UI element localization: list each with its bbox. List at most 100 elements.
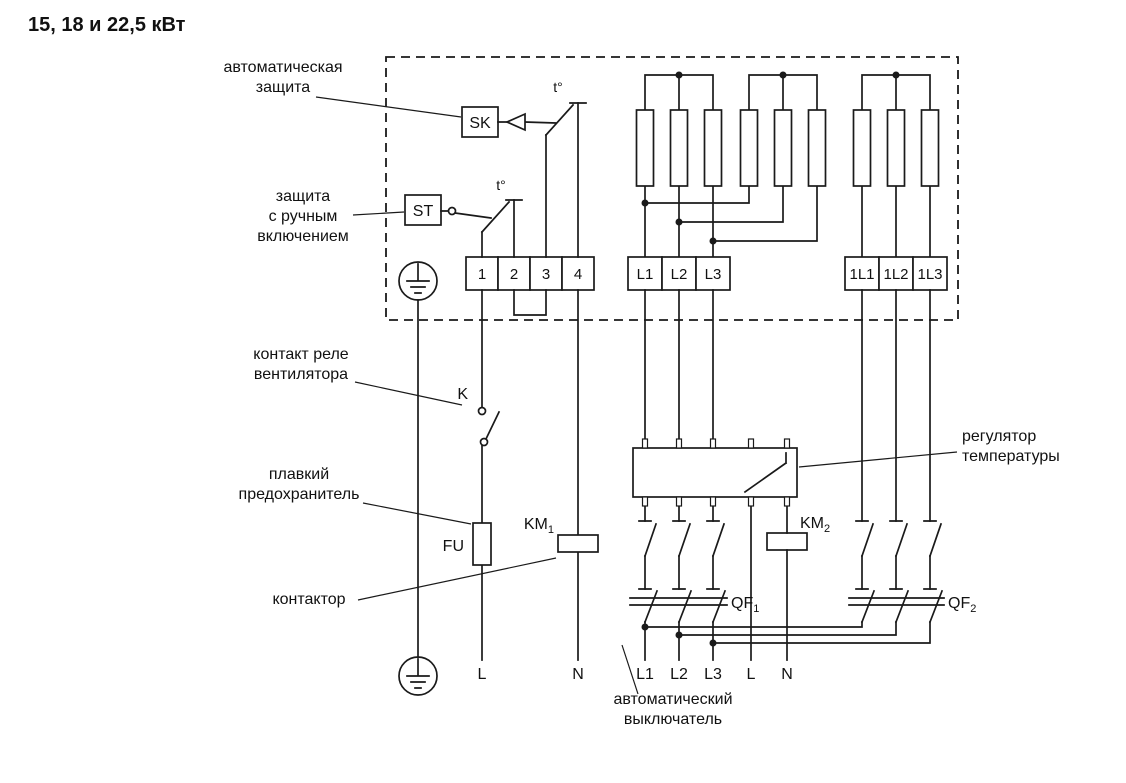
terminal-label: 3 bbox=[542, 266, 550, 283]
km1-label: KM1 bbox=[524, 516, 554, 536]
fan-relay-contact: K bbox=[457, 386, 501, 447]
callout-regulator: температуры bbox=[962, 448, 1060, 465]
heating-element bbox=[920, 109, 940, 187]
regulator-pin bbox=[747, 496, 755, 507]
km1-contacts bbox=[638, 520, 726, 558]
thermal-link-arrow-icon bbox=[504, 112, 526, 132]
callout-circuit-breaker: выключатель bbox=[624, 711, 722, 728]
regulator-pin bbox=[783, 496, 791, 507]
callout-fuse: плавкий bbox=[269, 466, 329, 483]
terminal-blocks: 1 2 3 4 L1 L2 L3 1L1 1L2 1L3 bbox=[465, 256, 948, 291]
fuse-body bbox=[472, 522, 492, 566]
regulator-switch bbox=[743, 452, 788, 494]
bottom-terminal-label: N bbox=[572, 666, 584, 683]
regulator-pin bbox=[709, 496, 717, 507]
temperature-regulator bbox=[632, 438, 798, 507]
terminal-label: 1 bbox=[478, 266, 486, 283]
callout-fan-relay: вентилятора bbox=[254, 366, 348, 383]
terminal-label: 1L2 bbox=[883, 266, 908, 283]
diagram-title: 15, 18 и 22,5 кВт bbox=[28, 14, 186, 36]
callout-fuse: предохранитель bbox=[239, 486, 360, 503]
bottom-terminal-labels: L N L1 L2 L3 L N bbox=[478, 666, 793, 683]
junction-dot bbox=[892, 71, 900, 79]
regulator-pin bbox=[675, 438, 683, 449]
heating-element bbox=[635, 109, 655, 187]
contact-point bbox=[477, 406, 487, 416]
junction-dot bbox=[675, 218, 683, 226]
junction-dot bbox=[675, 631, 683, 639]
callout-leader bbox=[621, 644, 639, 695]
callout-leader bbox=[352, 211, 405, 216]
bottom-terminal-label: L3 bbox=[704, 666, 722, 683]
st-contact bbox=[440, 199, 523, 234]
terminal-label: L2 bbox=[671, 266, 688, 283]
sk-protection: SK t° bbox=[461, 79, 587, 138]
regulator-pin bbox=[675, 496, 683, 507]
bottom-terminal-label: L1 bbox=[636, 666, 654, 683]
terminal-label: 4 bbox=[574, 266, 582, 283]
regulator-pin bbox=[641, 496, 649, 507]
contact-point bbox=[479, 437, 489, 447]
callout-manual-protection: защита bbox=[276, 188, 330, 205]
qf1-breaker: QF1 bbox=[629, 588, 759, 624]
bottom-terminal-label: L bbox=[747, 666, 756, 683]
manual-reset-button-icon bbox=[447, 206, 457, 216]
heating-element bbox=[739, 109, 759, 187]
terminal-box bbox=[878, 256, 914, 291]
qf1-label: QF1 bbox=[731, 595, 759, 615]
qf2-breaker: QF2 bbox=[848, 588, 976, 624]
callout-manual-protection: с ручным bbox=[269, 208, 338, 225]
callout-leader bbox=[315, 96, 462, 118]
bottom-terminal-label: L bbox=[478, 666, 487, 683]
fu-label: FU bbox=[443, 538, 464, 555]
unit-boundary-box bbox=[385, 56, 959, 321]
sk-contact bbox=[497, 102, 587, 137]
terminal-box bbox=[912, 256, 948, 291]
km2-label: KM2 bbox=[800, 515, 830, 535]
sk-label: SK bbox=[469, 115, 491, 132]
thermo-label: t° bbox=[553, 79, 563, 95]
regulator-pin bbox=[747, 438, 755, 449]
regulator-body bbox=[632, 447, 798, 498]
km1-coil bbox=[557, 534, 599, 553]
terminal-label: L1 bbox=[637, 266, 654, 283]
terminal-label: 1L3 bbox=[917, 266, 942, 283]
junction-dot bbox=[641, 199, 649, 207]
callout-circuit-breaker: автоматический bbox=[613, 691, 732, 708]
terminal-box bbox=[561, 256, 595, 291]
k-contact-blade bbox=[484, 410, 501, 441]
heating-element bbox=[669, 109, 689, 187]
junction-dot bbox=[675, 71, 683, 79]
junction-dot bbox=[709, 237, 717, 245]
control-circuit-wiring bbox=[481, 102, 579, 661]
fuse: FU bbox=[443, 522, 492, 566]
callout-fan-relay: контакт реле bbox=[253, 346, 349, 363]
st-box bbox=[404, 194, 442, 226]
terminal-label: 1L1 bbox=[849, 266, 874, 283]
callout-leader bbox=[357, 557, 557, 601]
ground-wiring bbox=[406, 263, 430, 689]
terminal-label: L3 bbox=[705, 266, 722, 283]
callout-manual-protection: включением bbox=[257, 228, 349, 245]
k-label: K bbox=[457, 386, 468, 403]
bottom-terminal-label: N bbox=[781, 666, 793, 683]
junction-dot bbox=[709, 639, 717, 647]
heating-element bbox=[807, 109, 827, 187]
callout-leader bbox=[362, 502, 472, 525]
power-circuit-wiring bbox=[644, 289, 931, 661]
terminal-box bbox=[695, 256, 731, 291]
callout-leader bbox=[354, 381, 463, 406]
regulator-pin bbox=[641, 438, 649, 449]
st-protection: ST t° bbox=[404, 177, 523, 234]
thermo-label: t° bbox=[496, 177, 506, 193]
heating-elements bbox=[635, 71, 940, 258]
km2-contactor: KM2 bbox=[766, 515, 943, 558]
km1-contactor: KM1 bbox=[524, 516, 726, 558]
st-label: ST bbox=[413, 203, 434, 220]
km2-coil bbox=[766, 532, 808, 551]
heating-element bbox=[886, 109, 906, 187]
km2-contacts bbox=[855, 520, 943, 558]
heating-element bbox=[852, 109, 872, 187]
heating-element bbox=[773, 109, 793, 187]
